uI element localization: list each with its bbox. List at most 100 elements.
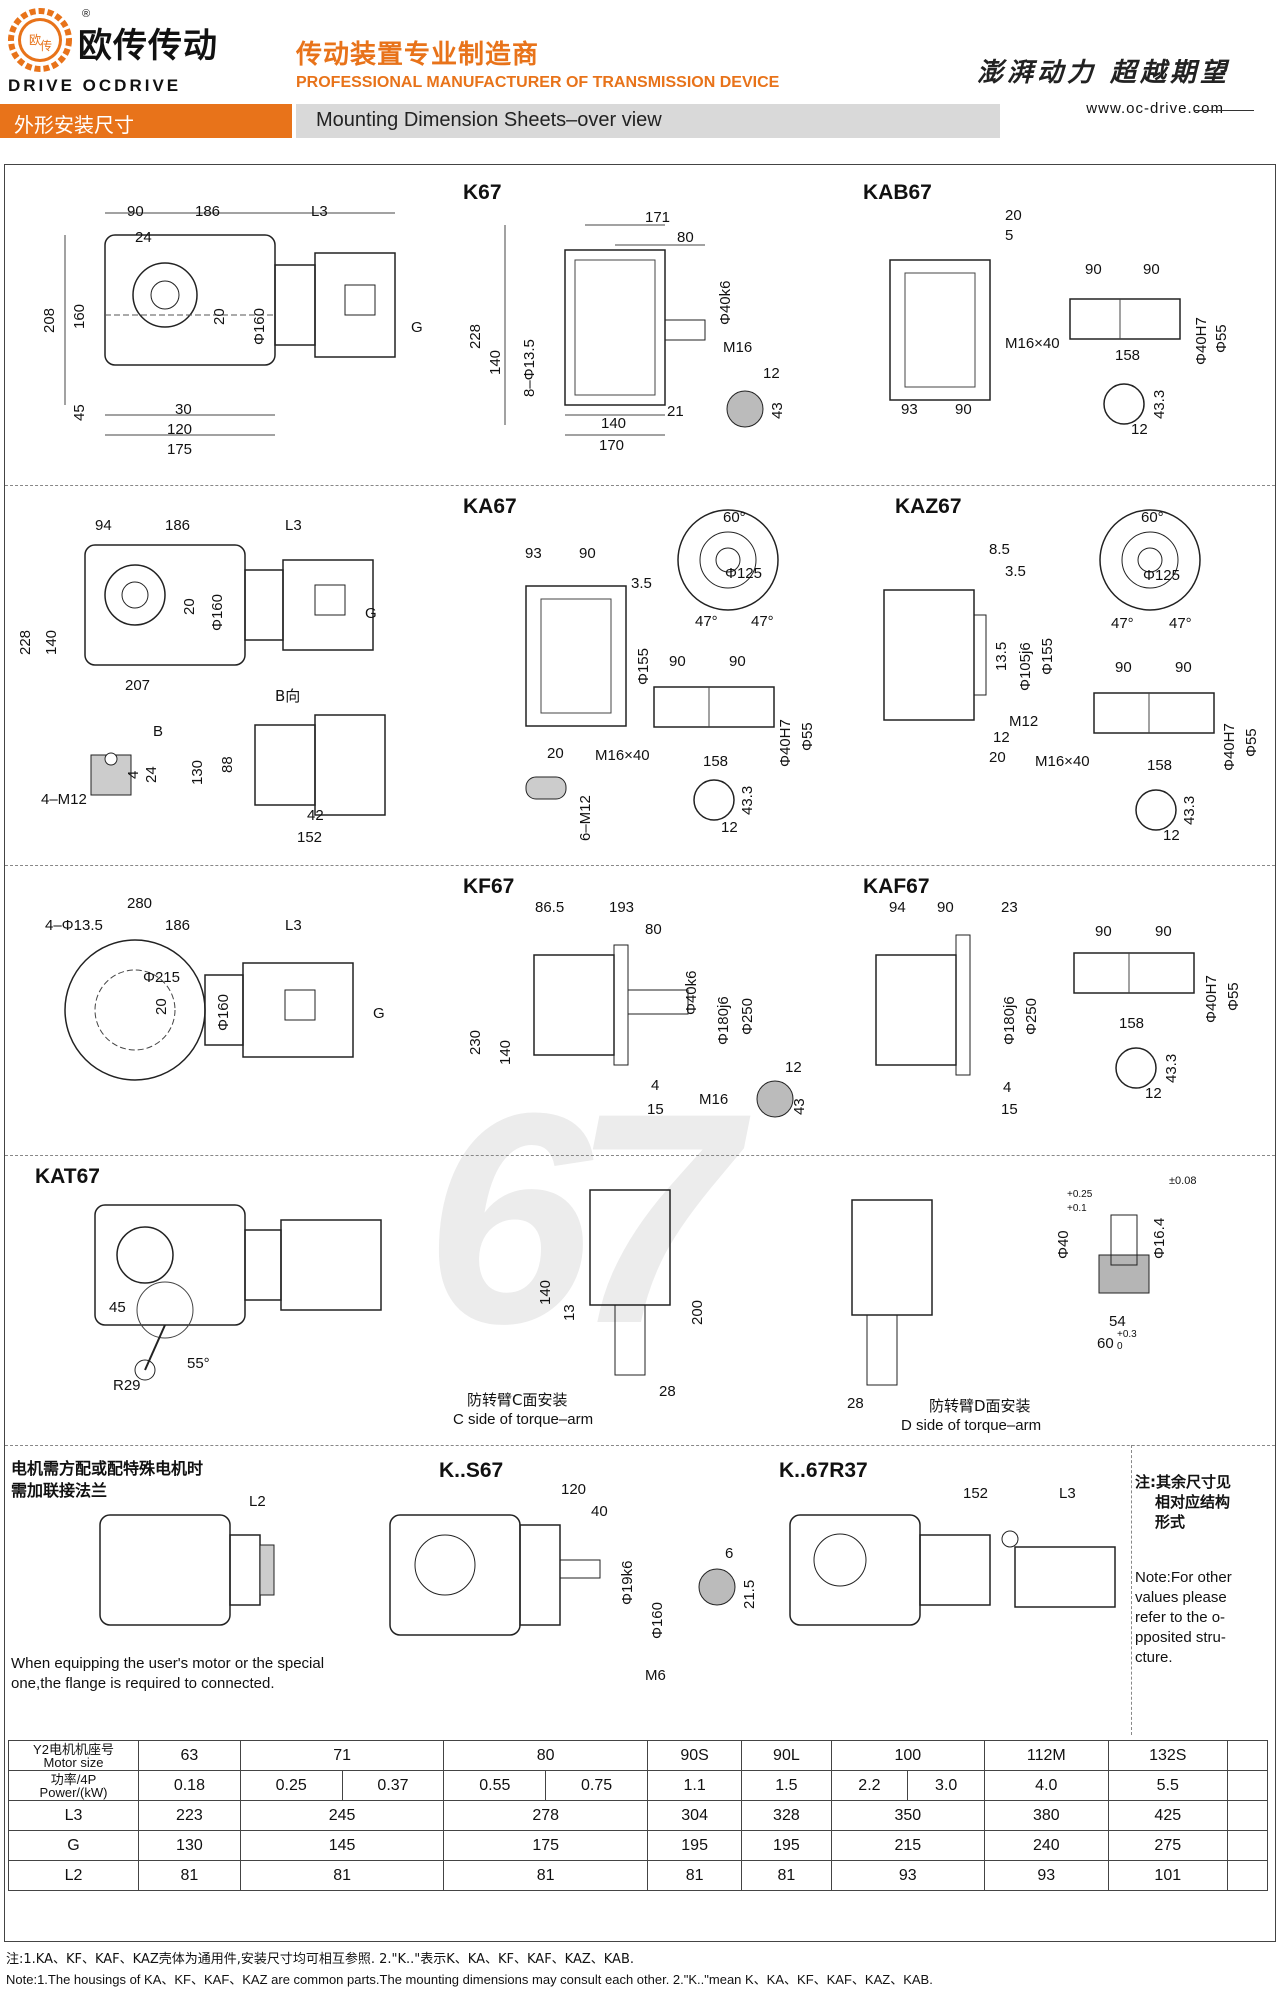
flange-note-en-1: When equipping the user's motor or the s… [11,1655,325,1672]
kat67-d-side-drawing [851,1199,933,1386]
table-header-power: 功率/4P Power/(kW) [8,1770,139,1801]
kaf67-bore-section-drawing [1115,1047,1157,1089]
table-cell: 145 [239,1830,445,1861]
ka67-thread-detail-drawing [525,776,567,800]
kaz67-shaft-section-drawing [1093,692,1215,734]
table-cell: 2.2 [830,1770,909,1801]
kat67-c-caption-cn: 防转臂C面安装 [467,1391,568,1409]
k67-dim-170: 170 [599,437,625,454]
flange-note-cn-1: 电机需方配或配特殊电机时 [11,1459,204,1478]
ks67-dim-6: 6 [725,1545,734,1562]
kaz67-dim-47deg-right: 47° [1169,615,1192,632]
table-cell: 93 [830,1860,986,1891]
side-note-cn-2: 相对应结构 [1155,1493,1231,1511]
k67r37-title: K..67R37 [779,1459,868,1482]
kaf67-shaft-section-drawing [1073,952,1195,994]
k67r37-drawing [789,1514,1116,1626]
k67-dim-l3: L3 [311,203,328,220]
separator-2 [5,865,1275,866]
table-cell: 278 [443,1800,648,1831]
kab67-dim-20: 20 [1005,207,1022,224]
kat67-dim-13: 13 [561,1304,578,1321]
table-row-motor-size: Y2电机机座号 Motor size 63 71 80 90S 90L 100 … [8,1740,1268,1771]
k67-dim-160: 160 [71,303,88,329]
ka67-shaft-section-drawing [653,686,775,728]
k67-dim-186: 186 [195,203,221,220]
k67-dim-20: 20 [211,308,228,325]
header-power-en: Power/(kW) [39,1784,108,1800]
kf67-dim-4-phi13-5: 4–Φ13.5 [45,917,103,934]
ka67-dim-152: 152 [297,829,323,846]
table-cell: 215 [830,1830,986,1861]
kf67-dim-193: 193 [609,899,635,916]
ka67-dim-m16x40: M16×40 [595,747,650,764]
kat67-c-side-drawing [589,1189,671,1376]
drawing-frame: 67 90 186 L3 24 208 160 20 Φ160 G 45 30 … [4,164,1276,1942]
kf67-front-view-drawing [533,944,689,1066]
kf67-dim-140: 140 [497,1039,514,1065]
kab67-dim-93: 93 [901,401,918,418]
table-cell: 5.5 [1107,1770,1229,1801]
kat67-dim-28-c: 28 [659,1383,676,1400]
tagline-chinese: 传动装置专业制造商 [296,40,540,70]
table-cell: 3.0 [907,1770,986,1801]
flange-note-en-2: one,the flange is required to connected. [11,1675,275,1692]
ka67-flange-face-drawing [677,509,779,611]
ka67-dim-140: 140 [43,629,60,655]
kf67-dim-186: 186 [165,917,191,934]
table-cell: 81 [138,1860,241,1891]
kab67-dim-phi40h7: Φ40H7 [1193,317,1210,365]
ks67-dim-21-5: 21.5 [741,1579,758,1609]
ka67-dim-186: 186 [165,517,191,534]
table-cell: 101 [1107,1860,1229,1891]
watermark-size: 67 [425,1050,739,1386]
kab67-dim-90a: 90 [1085,261,1102,278]
ka67-dim-90a: 90 [579,545,596,562]
kab67-dim-90b: 90 [1143,261,1160,278]
table-row-g: G 130 145 175 195 195 215 240 275 [8,1830,1268,1861]
section-tab-bar: 外形安装尺寸 Mounting Dimension Sheets–over vi… [0,104,1280,138]
kaf67-dim-phi40h7: Φ40H7 [1203,975,1220,1023]
kab67-dim-m16x40: M16×40 [1005,335,1060,352]
table-cell: 0.37 [341,1770,445,1801]
table-cell: 130 [138,1830,241,1861]
kf67-dim-80: 80 [645,921,662,938]
kaf67-dim-90: 90 [937,899,954,916]
table-cell: 175 [443,1830,648,1861]
table-cell: 275 [1107,1830,1229,1861]
ka67-bore-section-drawing [693,779,735,821]
k67-dim-30: 30 [175,401,192,418]
table-cell: 195 [646,1830,743,1861]
kat67-dim-28-d: 28 [847,1395,864,1412]
ka67-dim-90b: 90 [669,653,686,670]
kaz67-dim-m12: M12 [1009,713,1039,730]
table-cell-empty [1227,1830,1268,1861]
section-k67: 90 186 L3 24 208 160 20 Φ160 G 45 30 120… [5,165,1275,485]
k67-dim-45: 45 [71,404,88,421]
table-cell: 328 [741,1800,832,1831]
k67-dim-140b: 140 [601,415,627,432]
logo-english-name: DRIVE OCDRIVE [8,76,182,95]
kat67-dim-phi16-4: Φ16.4 [1151,1217,1168,1259]
slogan: 澎湃动力 超越期望 [976,58,1230,88]
kf67-dim-20: 20 [153,998,170,1015]
separator-4 [5,1445,1275,1446]
kat67-d-caption-cn: 防转臂D面安装 [929,1397,1031,1415]
kab67-dim-12: 12 [1131,421,1148,438]
kaz67-dim-12: 12 [993,729,1010,746]
gear-logo-icon: 欧 传 [8,8,72,72]
tagline-english: PROFESSIONAL MANUFACTURER OF TRANSMISSIO… [296,74,780,91]
kaz67-dim-12b: 12 [1163,827,1180,844]
kat67-bushing-detail-drawing [1098,1214,1150,1294]
table-cell: 81 [646,1860,743,1891]
ks67-dim-m6: M6 [645,1667,666,1684]
ka67-dim-43-3: 43.3 [739,785,756,815]
ka67-dim-phi125: Φ125 [725,565,762,582]
side-note-en-4: pposited stru- [1135,1629,1226,1646]
header-motor-en: Motor size [43,1754,104,1770]
separator-3 [5,1155,1275,1156]
table-cell: 0.75 [545,1770,648,1801]
kaz67-dim-43-3: 43.3 [1181,795,1198,825]
kaf67-dim-4: 4 [1003,1079,1012,1096]
kaf67-dim-phi250: Φ250 [1023,998,1040,1035]
